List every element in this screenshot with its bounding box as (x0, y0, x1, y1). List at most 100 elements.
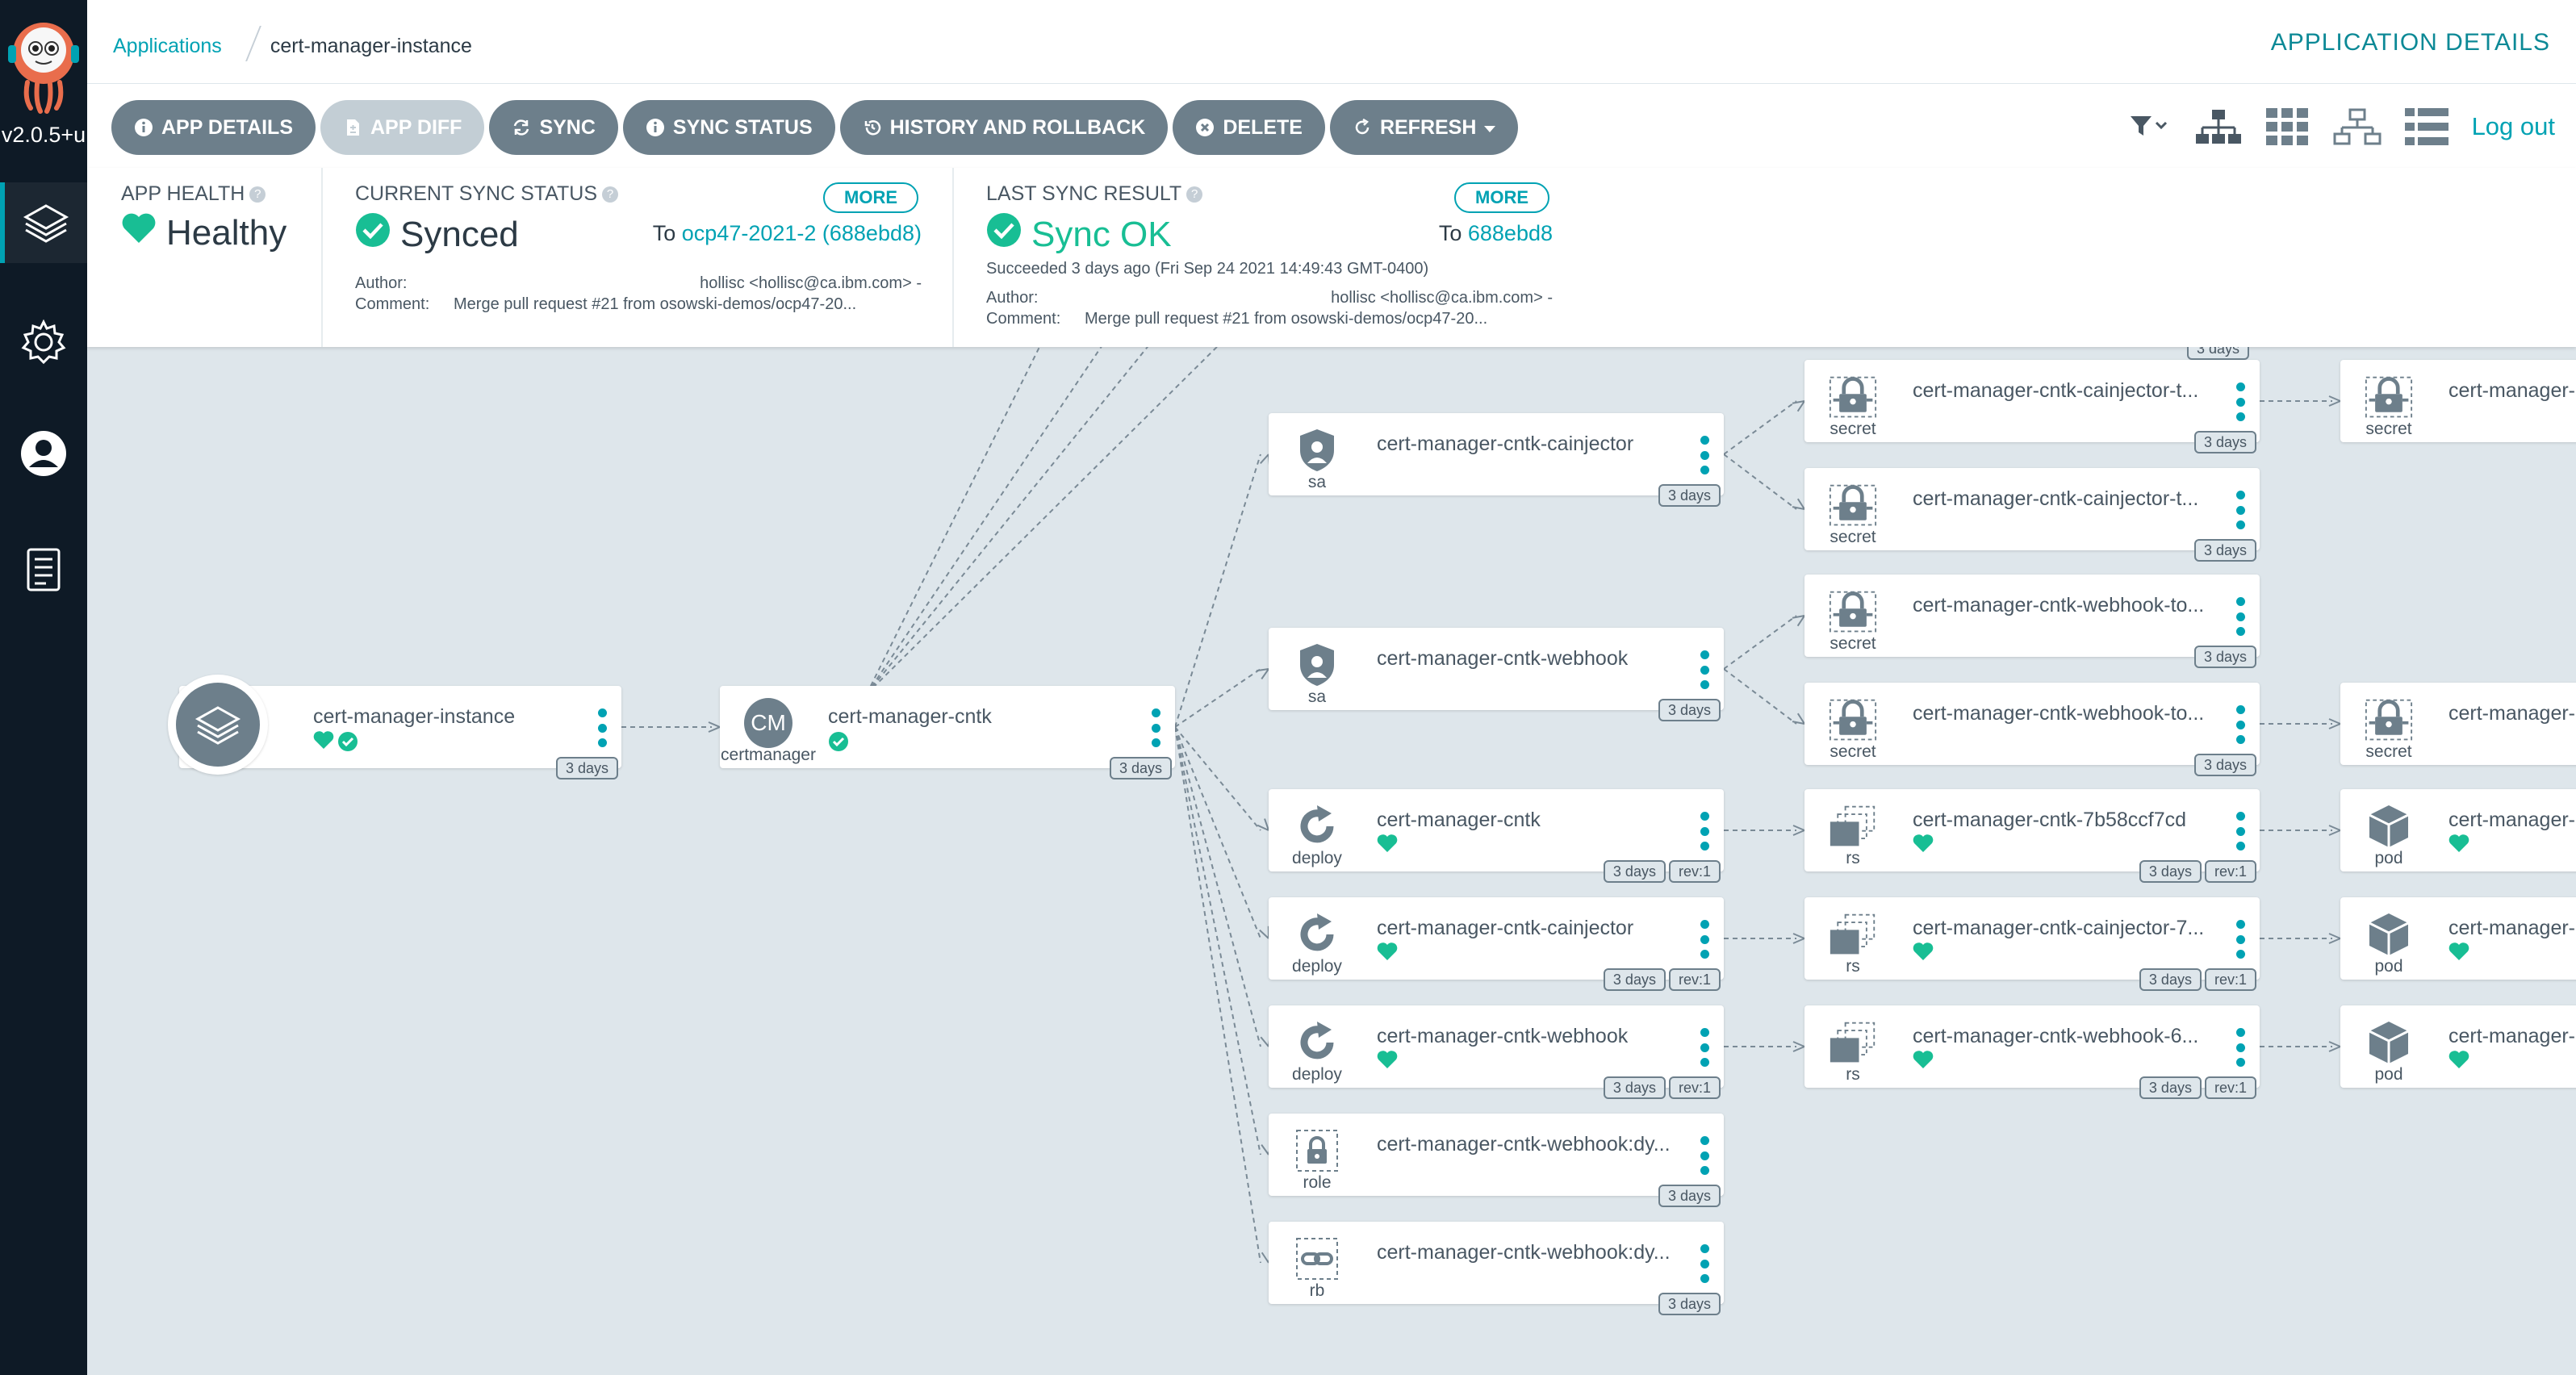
node-menu-icon[interactable] (2235, 597, 2245, 636)
network-view-icon[interactable] (2333, 107, 2382, 147)
edge-arrow (2328, 718, 2341, 729)
rolebinding-icon (1293, 1235, 1341, 1283)
sync-author-label: Author: (355, 274, 408, 292)
node-menu-icon[interactable] (2235, 812, 2245, 850)
argo-logo-icon[interactable] (5, 18, 82, 115)
node-menu-icon[interactable] (1700, 812, 1709, 850)
node-menu-icon[interactable] (1700, 1136, 1709, 1175)
sync-author: hollisc <hollisc@ca.ibm.com> - (700, 274, 922, 292)
app-diff-button[interactable]: APP DIFF (320, 100, 485, 155)
last-sync-more-button[interactable]: MORE (1454, 182, 1549, 213)
edge-line (866, 347, 1219, 695)
tree-view-icon[interactable] (2194, 107, 2243, 147)
node-menu-icon[interactable] (1700, 1244, 1709, 1283)
history-rollback-button[interactable]: HISTORY AND ROLLBACK (839, 100, 1169, 155)
app-details-button[interactable]: APP DETAILS (111, 100, 316, 155)
last-sync-target-link[interactable]: 688ebd8 (1467, 221, 1553, 245)
delete-button[interactable]: DELETE (1173, 100, 1325, 155)
kebab-dot (2235, 920, 2245, 929)
secret-icon (2365, 373, 2413, 421)
node-menu-icon[interactable] (597, 708, 607, 747)
docs-nav[interactable] (0, 529, 87, 610)
list-view-icon[interactable] (2402, 107, 2451, 147)
kebab-dot (597, 708, 607, 717)
kebab-dot (1151, 738, 1160, 747)
node-tag: 3 days (2193, 646, 2256, 668)
history-icon (863, 118, 882, 137)
pods-view-icon[interactable] (2264, 107, 2312, 147)
node-status (313, 731, 358, 756)
node-menu-icon[interactable] (2235, 382, 2245, 421)
pod-icon (2365, 910, 2413, 959)
settings-nav[interactable] (0, 302, 87, 382)
node-status (1377, 1051, 1398, 1074)
refresh-button[interactable]: REFRESH (1329, 100, 1519, 155)
edge-arrow (1792, 400, 1805, 412)
node-tag: 3 days (1658, 1293, 1721, 1315)
kebab-dot (2235, 597, 2245, 606)
node-menu-icon[interactable] (1700, 920, 1709, 959)
check-circle-icon (355, 212, 391, 257)
node-name: cert-manager- (2448, 917, 2575, 939)
docs-icon (27, 548, 61, 591)
node-menu-icon[interactable] (1700, 436, 1709, 474)
filter-icon[interactable] (2125, 107, 2173, 147)
node-tag: 3 days (1658, 484, 1721, 507)
kebab-dot (1700, 1028, 1709, 1037)
kebab-dot (1151, 708, 1160, 717)
sync-target-link[interactable]: ocp47-2021-2 (688ebd8) (681, 221, 922, 245)
help-icon[interactable]: ? (249, 186, 266, 203)
sync-comment: Merge pull request #21 from osowski-demo… (454, 295, 857, 313)
sync-status-value: Synced (400, 214, 519, 254)
node-tags: 3 days (1658, 1185, 1721, 1207)
node-tag: rev:1 (1668, 1076, 1721, 1099)
help-icon[interactable]: ? (602, 186, 619, 203)
user-info-nav[interactable] (0, 413, 87, 494)
node-menu-icon[interactable] (1700, 1028, 1709, 1067)
edge-line (866, 347, 1041, 695)
applications-nav[interactable] (0, 182, 87, 263)
edge-line (866, 347, 1149, 695)
edge-arrow (1792, 933, 1805, 944)
node-menu-icon[interactable] (2235, 705, 2245, 744)
node-menu-icon[interactable] (2235, 1028, 2245, 1067)
file-diff-icon (343, 118, 362, 137)
sync-status-button[interactable]: SYNC STATUS (622, 100, 835, 155)
logout-link[interactable]: Log out (2471, 112, 2555, 140)
sync-more-button[interactable]: MORE (823, 182, 918, 213)
gear-icon (21, 319, 66, 365)
kebab-dot (2235, 812, 2245, 821)
node-menu-icon[interactable] (1700, 650, 1709, 689)
help-icon[interactable]: ? (1186, 186, 1203, 203)
node-tag: 3 days (2193, 539, 2256, 562)
node-menu-icon[interactable] (2235, 920, 2245, 959)
sync-button[interactable]: SYNC (489, 100, 618, 155)
node-menu-icon[interactable] (1151, 708, 1160, 747)
caret-down-icon (1484, 116, 1496, 140)
breadcrumb-applications-link[interactable]: Applications (113, 34, 222, 57)
node-menu-icon[interactable] (2235, 491, 2245, 529)
node-kind: rb (1309, 1281, 1325, 1300)
